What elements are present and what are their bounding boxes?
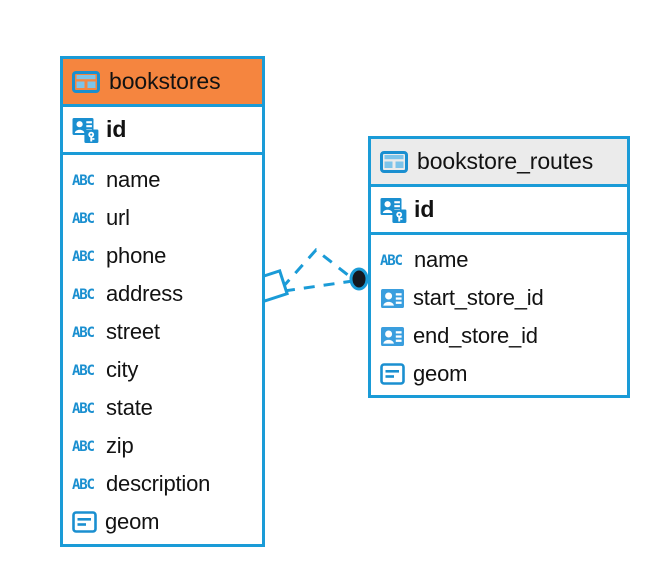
- relationship-circle-marker[interactable]: [349, 267, 369, 291]
- field-label: state: [106, 395, 153, 420]
- field-label: city: [106, 357, 139, 382]
- geometry-icon: [72, 511, 97, 533]
- entity-bookstore-routes-field-list: ABC name start_store_id: [371, 235, 627, 399]
- field-label: phone: [106, 243, 167, 268]
- relationship-line-upper[interactable]: [280, 247, 354, 290]
- entity-bookstores-field-list: ABC name ABC url ABC p: [63, 155, 262, 547]
- entity-bookstores[interactable]: bookstores id: [60, 56, 265, 547]
- table-icon: [72, 70, 100, 93]
- entity-bookstores-primary-key-row[interactable]: id: [63, 107, 262, 155]
- field-label: zip: [106, 433, 134, 458]
- entity-bookstore-routes[interactable]: bookstore_routes id: [368, 136, 630, 398]
- field-label: url: [106, 205, 130, 230]
- abc-text-icon: ABC: [72, 362, 98, 379]
- abc-text-icon: ABC: [72, 172, 98, 189]
- entity-bookstore-routes-title: bookstore_routes: [417, 148, 594, 174]
- svg-text:ABC: ABC: [72, 287, 94, 302]
- field-row-street[interactable]: ABC street: [63, 313, 262, 351]
- entity-bookstores-header[interactable]: bookstores: [63, 59, 262, 107]
- field-row-description[interactable]: ABC description: [63, 465, 262, 503]
- field-label: geom: [413, 361, 468, 386]
- field-row-start-store-id[interactable]: start_store_id: [371, 279, 627, 317]
- entity-bookstore-routes-primary-key-label: id: [414, 196, 435, 222]
- svg-text:ABC: ABC: [72, 401, 94, 416]
- field-label: address: [106, 281, 183, 306]
- abc-text-icon: ABC: [72, 286, 98, 303]
- field-row-phone[interactable]: ABC phone: [63, 237, 262, 275]
- svg-text:ABC: ABC: [72, 477, 94, 492]
- field-row-state[interactable]: ABC state: [63, 389, 262, 427]
- field-label: description: [106, 471, 211, 496]
- svg-text:ABC: ABC: [72, 439, 94, 454]
- field-row-end-store-id[interactable]: end_store_id: [371, 317, 627, 355]
- field-row-address[interactable]: ABC address: [63, 275, 262, 313]
- field-row-name[interactable]: ABC name: [371, 241, 627, 279]
- field-label: start_store_id: [413, 285, 544, 310]
- relationship-line-lower[interactable]: [283, 279, 354, 293]
- field-label: geom: [105, 509, 160, 534]
- abc-text-icon: ABC: [72, 324, 98, 341]
- field-row-geom[interactable]: geom: [371, 355, 627, 393]
- abc-text-icon: ABC: [72, 476, 98, 493]
- foreign-key-icon: [380, 286, 405, 311]
- field-label: name: [106, 167, 161, 192]
- primary-key-icon: [380, 196, 407, 223]
- geometry-icon: [380, 363, 405, 385]
- entity-bookstores-primary-key-label: id: [106, 116, 127, 142]
- entity-bookstore-routes-primary-key-row[interactable]: id: [371, 187, 627, 235]
- field-row-url[interactable]: ABC url: [63, 199, 262, 237]
- field-label: end_store_id: [413, 323, 538, 348]
- field-label: street: [106, 319, 160, 344]
- abc-text-icon: ABC: [72, 438, 98, 455]
- svg-text:ABC: ABC: [380, 253, 402, 268]
- field-label: name: [414, 247, 469, 272]
- field-row-city[interactable]: ABC city: [63, 351, 262, 389]
- svg-text:ABC: ABC: [72, 173, 94, 188]
- svg-text:ABC: ABC: [72, 325, 94, 340]
- foreign-key-icon: [380, 324, 405, 349]
- svg-text:ABC: ABC: [72, 249, 94, 264]
- svg-text:ABC: ABC: [72, 211, 94, 226]
- field-row-geom[interactable]: geom: [63, 503, 262, 541]
- abc-text-icon: ABC: [72, 210, 98, 227]
- abc-text-icon: ABC: [72, 248, 98, 265]
- abc-text-icon: ABC: [380, 252, 406, 269]
- svg-text:ABC: ABC: [72, 363, 94, 378]
- field-row-name[interactable]: ABC name: [63, 161, 262, 199]
- field-row-zip[interactable]: ABC zip: [63, 427, 262, 465]
- entity-bookstores-title: bookstores: [109, 68, 221, 94]
- abc-text-icon: ABC: [72, 400, 98, 417]
- primary-key-icon: [72, 116, 99, 143]
- table-icon: [380, 150, 408, 173]
- entity-bookstore-routes-header[interactable]: bookstore_routes: [371, 139, 627, 187]
